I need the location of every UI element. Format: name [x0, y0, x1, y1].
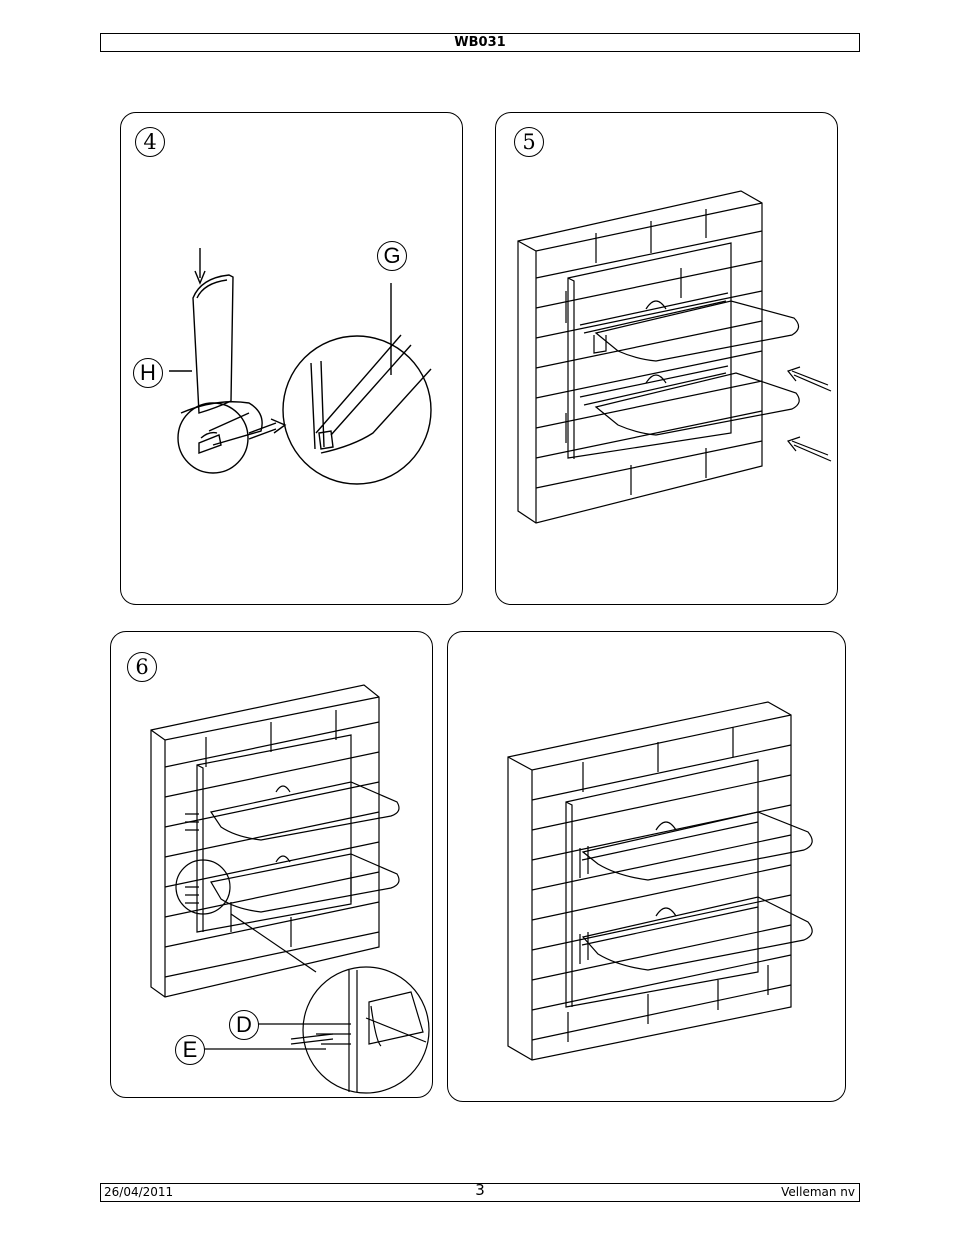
document-footer: 26/04/2011 3 Velleman nv	[100, 1183, 860, 1202]
part-h-label: H	[133, 358, 163, 388]
step-4-illustration	[121, 113, 462, 604]
model-number: WB031	[454, 35, 505, 50]
step-5-panel: 5	[495, 112, 838, 605]
footer-company: Velleman nv	[781, 1184, 855, 1201]
step-4-panel: 4 G H	[120, 112, 463, 605]
step-6-illustration	[111, 632, 432, 1097]
part-d-label: D	[229, 1010, 259, 1040]
step-5-illustration	[496, 113, 837, 604]
part-e-label: E	[175, 1035, 205, 1065]
final-result-panel	[447, 631, 846, 1102]
document-header: WB031	[100, 33, 860, 52]
final-result-illustration	[448, 632, 845, 1101]
step-6-panel: 6	[110, 631, 433, 1098]
page-number: 3	[101, 1182, 859, 1199]
part-g-label: G	[377, 241, 407, 271]
